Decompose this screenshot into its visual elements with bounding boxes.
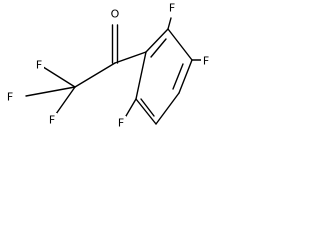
atom-f-top-ring-bg (167, 1, 177, 15)
atom-f-upper-left-label: F (36, 59, 42, 72)
atom-o-bg (109, 7, 121, 21)
bond-ring-5-6 (135, 98, 157, 125)
atom-f-left-bg (5, 90, 15, 104)
bond-ring-inner-1 (150, 38, 167, 58)
bond-cf3-f-upper (39, 64, 76, 88)
bond-carbonyl-ring (114, 51, 147, 64)
atom-labels: O F F F F F F (5, 1, 211, 130)
bond-ring-3-4 (178, 59, 193, 94)
atom-f-bottom-left-ring-bg (116, 116, 126, 130)
bond-cf3-f-lower (55, 86, 76, 115)
bond-ring-inner-2 (172, 63, 184, 90)
atom-f-lower-label: F (49, 114, 55, 127)
atom-f-right-ring-bg (201, 54, 211, 68)
bond-ring-2-3 (167, 28, 193, 61)
atom-f-upper-left-bg (34, 58, 44, 72)
bond-ring-6-1 (135, 51, 147, 100)
atom-o-label: O (111, 8, 120, 21)
atom-f-lower-bg (47, 113, 57, 127)
atom-f-left-label: F (7, 91, 13, 104)
bond-ring-inner-3 (140, 98, 155, 117)
bond-ring-1-2 (145, 28, 169, 53)
atom-f-top-ring-label: F (169, 2, 175, 15)
bonds (25, 17, 202, 125)
bond-ring-f-top (167, 17, 172, 30)
bond-carbonyl-cf3 (74, 62, 116, 88)
bond-ring-4-5 (155, 92, 180, 125)
molecule-structure: O F F F F F F (5, 1, 211, 130)
bond-ring-f-bottom-left (125, 98, 137, 117)
atom-f-right-ring-label: F (203, 55, 209, 68)
bond-cf3-f-left (25, 86, 76, 97)
atom-f-bottom-left-ring-label: F (118, 117, 124, 130)
